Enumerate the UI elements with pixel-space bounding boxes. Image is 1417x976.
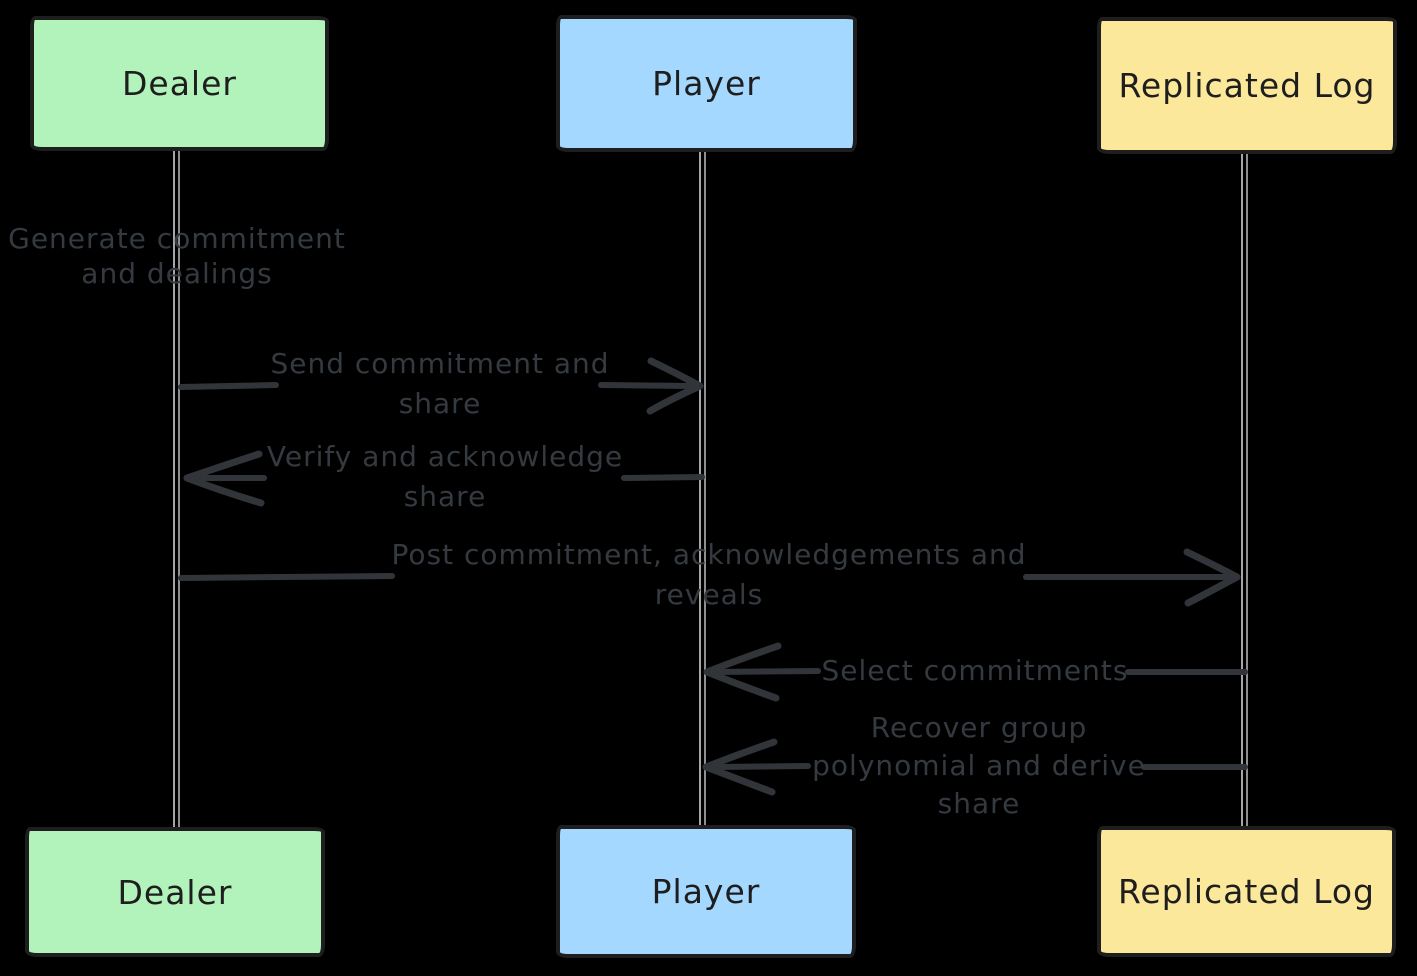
arrow-shaft: [711, 763, 811, 770]
lifeline-player: [699, 151, 706, 826]
actor-box-dealer-bottom: Dealer: [25, 827, 325, 957]
message-label-line: reveals: [654, 578, 764, 611]
arrow-shaft: [711, 668, 821, 675]
note-generate-commitment: Generate commitment and dealings: [8, 221, 346, 291]
message-label-2: Verify and acknowledge share: [267, 437, 623, 517]
arrow-head-left-icon: [703, 642, 782, 702]
message-label-line: Recover group: [870, 711, 1088, 744]
arrow-shaft: [178, 573, 395, 581]
lifeline-dealer: [173, 150, 180, 828]
actor-box-player-bottom: Player: [556, 825, 856, 958]
lifeline-replicated-log: [1241, 153, 1248, 827]
actor-box-player-top: Player: [556, 15, 857, 152]
arrow-head-right-icon: [1183, 548, 1241, 607]
arrow-head-right-icon: [646, 357, 704, 415]
message-label-line: polynomial and derive: [812, 749, 1146, 782]
message-label-line: share: [937, 787, 1021, 820]
message-label-line: Send commitment and: [270, 347, 610, 380]
message-label-line: share: [398, 387, 482, 420]
actor-box-replicated-log-top: Replicated Log: [1097, 17, 1397, 154]
actor-box-dealer-top: Dealer: [30, 16, 329, 151]
note-line: Generate commitment: [8, 222, 346, 255]
arrow-shaft: [621, 474, 705, 481]
actor-label-player: Player: [652, 64, 761, 103]
arrow-shaft: [598, 382, 696, 389]
message-label-1: Send commitment and share: [270, 344, 609, 424]
actor-label-dealer: Dealer: [122, 64, 237, 103]
arrow-shaft: [178, 382, 279, 390]
actor-label-replicated-log: Replicated Log: [1117, 872, 1376, 911]
message-label-line: Verify and acknowledge: [266, 440, 624, 473]
message-label-line: share: [403, 480, 487, 513]
note-line: and dealings: [81, 257, 273, 290]
actor-box-replicated-log-bottom: Replicated Log: [1097, 826, 1396, 957]
message-label-line: Select commitments: [821, 654, 1129, 687]
actor-label-dealer: Dealer: [117, 872, 233, 912]
message-label-line: Post commitment, acknowledgements and: [391, 538, 1027, 571]
arrow-head-left-icon: [183, 450, 265, 507]
message-label-3: Post commitment, acknowledgements and re…: [391, 535, 1026, 615]
arrow-head-left-icon: [702, 738, 778, 796]
actor-label-replicated-log: Replicated Log: [1118, 66, 1376, 105]
actor-label-player: Player: [651, 872, 761, 911]
message-label-4: Select commitments: [822, 651, 1129, 691]
message-label-5: Recover group polynomial and derive shar…: [812, 709, 1146, 823]
